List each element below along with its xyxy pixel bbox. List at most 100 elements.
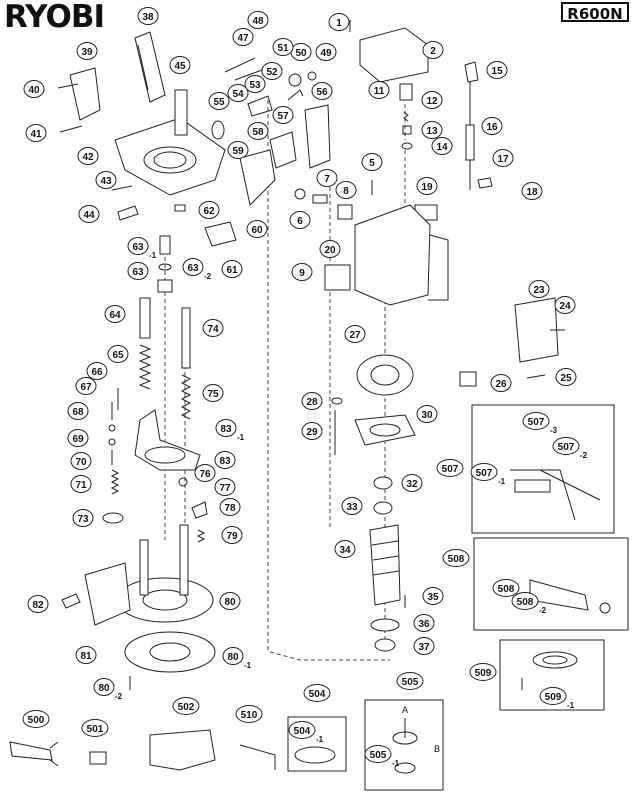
part-shape-74 xyxy=(181,307,191,369)
part-label-number: 507 xyxy=(558,442,575,453)
part-label-p34: 34 xyxy=(334,540,356,558)
part-label-oval xyxy=(104,305,126,323)
part-label-number: 54 xyxy=(232,89,244,100)
part-label-number: 42 xyxy=(82,152,94,163)
part-label-p45: 45 xyxy=(169,56,191,74)
part-label-number: 52 xyxy=(266,67,278,78)
part-label-oval xyxy=(182,258,204,276)
part-label-p504a: 504-1 xyxy=(288,721,324,744)
part-label-p35: 35 xyxy=(422,587,444,605)
part-label-suffix: -2 xyxy=(539,606,547,615)
part-label-oval xyxy=(416,405,438,423)
part-label-number: 13 xyxy=(426,126,438,137)
part-label-oval xyxy=(341,497,363,515)
part-label-oval xyxy=(77,147,99,165)
part-label-number: 69 xyxy=(72,434,84,445)
part-label-oval xyxy=(521,182,543,200)
part-label-oval xyxy=(486,61,508,79)
part-label-oval xyxy=(72,509,94,527)
part-label-suffix: -1 xyxy=(244,661,252,670)
part-label-p12: 12 xyxy=(421,91,443,109)
part-label-oval xyxy=(67,429,89,447)
part-label-oval xyxy=(127,237,149,255)
part-label-number: 75 xyxy=(207,389,219,400)
part-shape-61 xyxy=(204,221,237,247)
part-label-number: 14 xyxy=(436,142,448,153)
part-label-p40: 40 xyxy=(23,80,45,98)
part-label-number: 60 xyxy=(251,225,263,236)
part-label-number: 44 xyxy=(83,210,95,221)
part-label-oval xyxy=(22,710,50,728)
part-label-p6: 6 xyxy=(289,211,311,229)
part-label-number: 33 xyxy=(346,502,358,513)
part-label-p13: 13 xyxy=(421,121,443,139)
part-label-suffix: -1 xyxy=(567,701,575,710)
part-label-oval xyxy=(481,117,503,135)
part-label-oval xyxy=(221,260,243,278)
part-label-number: 80 xyxy=(224,597,236,608)
part-label-number: 63 xyxy=(132,242,144,253)
part-label-oval xyxy=(401,474,423,492)
part-shape-34 xyxy=(369,524,401,606)
part-shape-39 xyxy=(69,67,101,121)
part-label-p75: 75 xyxy=(202,384,224,402)
part-label-p17: 17 xyxy=(492,149,514,167)
part-label-number: 65 xyxy=(112,350,124,361)
part-label-number: 64 xyxy=(109,310,121,321)
part-label-suffix: -2 xyxy=(580,451,588,460)
part-label-number: 66 xyxy=(91,367,103,378)
box-504 xyxy=(287,716,347,772)
part-label-number: 57 xyxy=(277,111,289,122)
part-label-number: 502 xyxy=(178,702,195,713)
part-label-p59: 59 xyxy=(227,141,249,159)
part-label-p53: 53 xyxy=(244,75,266,93)
part-label-oval xyxy=(247,122,269,140)
part-label-p61: 61 xyxy=(221,260,243,278)
part-label-p44: 44 xyxy=(78,205,100,223)
part-label-p41: 41 xyxy=(25,124,47,142)
brand-logo: RYOBI xyxy=(4,0,105,35)
part-label-oval xyxy=(272,106,294,124)
part-label-number: 504 xyxy=(294,726,311,737)
part-label-oval xyxy=(422,41,444,59)
part-label-oval xyxy=(261,62,283,80)
part-label-oval xyxy=(78,205,100,223)
part-label-number: 6 xyxy=(297,216,303,227)
part-label-number: 1 xyxy=(336,18,342,29)
part-label-number: 509 xyxy=(475,668,492,679)
part-label-p47: 47 xyxy=(232,28,254,46)
part-shape-83 xyxy=(134,409,201,471)
part-label-oval xyxy=(522,412,550,430)
part-label-oval xyxy=(246,220,268,238)
part-label-p54: 54 xyxy=(227,84,249,102)
box-509 xyxy=(499,639,605,711)
part-label-p66: 66 xyxy=(86,362,108,380)
part-label-p57: 57 xyxy=(272,106,294,124)
model-number: R600N xyxy=(561,2,629,23)
part-label-oval xyxy=(208,92,230,110)
part-label-number: 63 xyxy=(187,263,199,274)
part-label-oval xyxy=(301,422,323,440)
part-shape-38 xyxy=(134,31,166,103)
part-label-number: 507 xyxy=(476,468,493,479)
part-label-number: 5 xyxy=(369,158,375,169)
part-label-number: 49 xyxy=(320,48,332,59)
part-label-oval xyxy=(137,7,159,25)
part-label-suffix: -2 xyxy=(115,692,123,701)
part-label-oval xyxy=(107,345,129,363)
part-label-number: 77 xyxy=(219,483,231,494)
part-label-p509: 509 xyxy=(469,663,497,681)
part-label-p508b: 508-2 xyxy=(511,592,547,615)
part-shape-20 xyxy=(354,204,431,306)
part-label-number: 510 xyxy=(241,710,258,721)
part-label-number: 81 xyxy=(80,651,92,662)
part-label-number: 505 xyxy=(370,750,387,761)
part-label-p80: 80 xyxy=(219,592,241,610)
part-label-number: 43 xyxy=(100,176,112,187)
part-shape-2 xyxy=(359,27,429,83)
part-label-p29: 29 xyxy=(301,422,323,440)
part-label-p507a: 507-1 xyxy=(470,463,506,486)
part-label-number: 55 xyxy=(213,97,225,108)
part-label-number: 26 xyxy=(495,379,507,390)
